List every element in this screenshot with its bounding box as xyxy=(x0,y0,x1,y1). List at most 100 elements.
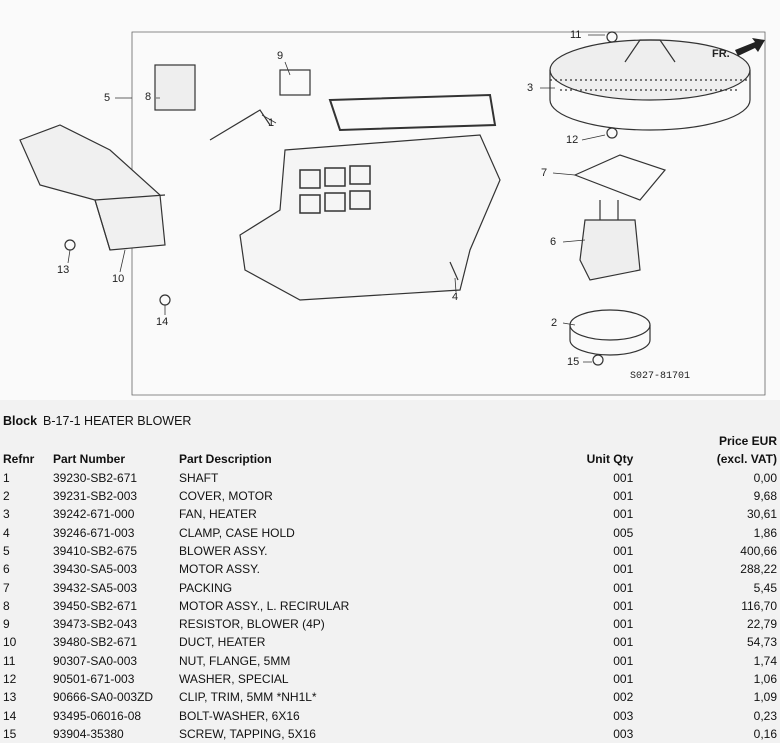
part-number-cell: 39231-SB2-003 xyxy=(53,489,138,504)
description-cell: COVER, MOTOR xyxy=(179,489,273,504)
refnr-cell: 11 xyxy=(3,653,16,668)
callout-9[interactable]: 9 xyxy=(277,50,284,62)
callout-8[interactable]: 8 xyxy=(145,91,152,103)
part-number-cell: 39450-SB2-671 xyxy=(53,598,138,613)
refnr-cell: 14 xyxy=(3,708,17,723)
qty-cell: 001 xyxy=(613,580,634,595)
qty-cell: 001 xyxy=(613,635,634,650)
recirc-motor xyxy=(154,64,196,111)
callout-15[interactable]: 15 xyxy=(567,356,580,368)
blower-case xyxy=(239,134,501,301)
callout-3[interactable]: 3 xyxy=(527,82,534,94)
front-direction-label: FR. xyxy=(712,48,730,60)
price-cell: 288,22 xyxy=(740,562,777,577)
refnr-cell: 8 xyxy=(3,598,10,613)
qty-cell: 001 xyxy=(613,470,634,485)
part-number-cell: 39242-671-000 xyxy=(53,507,135,522)
callout-11[interactable]: 11 xyxy=(570,29,582,41)
refnr-cell: 9 xyxy=(3,617,10,632)
description-cell: BLOWER ASSY. xyxy=(179,543,268,558)
description-cell: CLIP, TRIM, 5MM *NH1L* xyxy=(179,690,317,705)
part-number-cell: 39230-SB2-671 xyxy=(53,470,138,485)
qty-cell: 003 xyxy=(613,708,634,723)
refnr-cell: 13 xyxy=(3,690,17,705)
block-label: Block xyxy=(3,414,38,428)
part-number-cell: 90501-671-003 xyxy=(53,672,135,686)
price-cell: 1,74 xyxy=(753,653,777,668)
callout-10[interactable]: 10 xyxy=(112,273,125,285)
callout-14[interactable]: 14 xyxy=(156,316,169,328)
callout-5[interactable]: 5 xyxy=(104,92,111,104)
description-cell: DUCT, HEATER xyxy=(179,635,266,650)
part-number-cell: 39410-SB2-675 xyxy=(53,543,138,558)
qty-header: Unit Qty xyxy=(586,452,634,467)
block-value: B-17-1 HEATER BLOWER xyxy=(43,414,192,428)
callout-12[interactable]: 12 xyxy=(566,134,579,146)
qty-cell: 001 xyxy=(613,672,634,686)
resistor xyxy=(279,69,311,96)
refnr-cell: 5 xyxy=(3,543,10,558)
parts-table: Price EUR Refnr Part Number Part Descrip… xyxy=(0,432,780,743)
refnr-cell: 15 xyxy=(3,726,17,741)
description-cell: RESISTOR, BLOWER (4P) xyxy=(179,617,325,632)
price-cell: 1,86 xyxy=(753,525,777,540)
callout-6[interactable]: 6 xyxy=(550,236,557,248)
duct xyxy=(19,124,166,251)
price-cell: 9,68 xyxy=(753,489,777,504)
part-number-cell: 39480-SB2-671 xyxy=(53,635,138,650)
description-cell: CLAMP, CASE HOLD xyxy=(179,525,295,540)
price-cell: 0,00 xyxy=(753,470,777,485)
qty-cell: 001 xyxy=(613,653,634,668)
callout-2[interactable]: 2 xyxy=(551,317,558,329)
price-cell: 54,73 xyxy=(746,635,777,650)
price-cell: 30,61 xyxy=(746,507,777,522)
price-header-line2: (excl. VAT) xyxy=(716,452,777,467)
callout-4[interactable]: 4 xyxy=(452,291,459,303)
price-cell: 0,23 xyxy=(753,708,777,723)
price-cell: 116,70 xyxy=(741,598,777,613)
qty-cell: 001 xyxy=(613,507,634,522)
refnr-cell: 2 xyxy=(3,489,10,504)
part-number-header: Part Number xyxy=(53,452,126,467)
qty-cell: 001 xyxy=(613,543,634,558)
part-number-cell: 39473-SB2-043 xyxy=(53,617,138,632)
part-number-cell: 39430-SA5-003 xyxy=(53,562,138,577)
block-title: Block B-17-1 HEATER BLOWER xyxy=(3,414,191,428)
description-cell: PACKING xyxy=(179,580,233,595)
description-cell: MOTOR ASSY. xyxy=(179,562,260,577)
callout-7[interactable]: 7 xyxy=(541,167,548,179)
diagram-code: S027-81701 xyxy=(630,371,691,382)
callout-1[interactable]: 1 xyxy=(268,117,275,129)
part-number-cell: 90307-SA0-003 xyxy=(53,653,138,668)
part-number-cell: 93495-06016-08 xyxy=(53,708,142,723)
parts-diagram: FR. S027-81701 1 2 3 4 5 6 7 8 9 10 11 1… xyxy=(19,29,766,396)
price-header-line1: Price EUR xyxy=(718,434,777,449)
refnr-cell: 10 xyxy=(3,635,17,650)
part-number-cell: 90666-SA0-003ZD xyxy=(53,690,154,705)
price-cell: 5,45 xyxy=(753,580,777,595)
qty-cell: 001 xyxy=(613,562,634,577)
refnr-cell: 4 xyxy=(3,525,10,540)
front-arrow-icon xyxy=(735,38,765,56)
packing xyxy=(573,154,667,201)
qty-cell: 005 xyxy=(613,525,634,540)
table-row[interactable]: 10 39480-SB2-671 DUCT, HEATER 001 54,73 xyxy=(0,633,780,651)
table-header-row-1: Price EUR xyxy=(0,432,780,450)
description-cell: SHAFT xyxy=(179,470,219,485)
callout-13[interactable]: 13 xyxy=(57,264,70,276)
price-cell: 22,79 xyxy=(746,617,777,632)
